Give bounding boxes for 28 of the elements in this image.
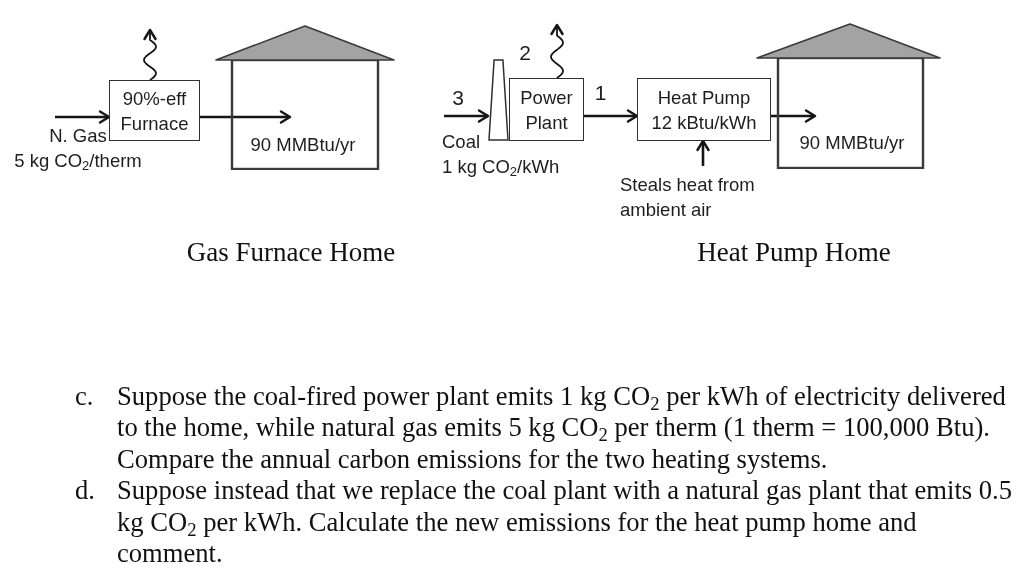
list-marker: d. <box>75 475 96 508</box>
box-title: Heat Pump <box>657 85 751 110</box>
heat-pump-box <box>637 78 771 141</box>
arrow <box>696 139 710 166</box>
box-subtitle: 12 kBtu/kWh <box>651 110 757 135</box>
wavy-arrow <box>143 28 157 81</box>
emission-rate-label: 1 kg CO$_{2}$/kWh <box>442 155 560 179</box>
wavy-arrow <box>550 23 564 79</box>
box-label: Power Plant <box>519 85 574 135</box>
emission-rate-label: 5 kg CO$_{2}$/therm <box>14 149 142 173</box>
annotation-text: Steals heat from ambient air <box>620 166 780 222</box>
caption-text: Heat Pump Home <box>696 237 892 267</box>
caption-text: Gas Furnace Home <box>185 237 397 267</box>
arrow <box>584 109 639 123</box>
box-label: 90%-eff Furnace <box>119 86 190 136</box>
arrow <box>55 110 111 124</box>
fuel-label: Coal <box>442 130 481 154</box>
arrow <box>771 109 817 123</box>
fuel-label: N. Gas <box>49 124 107 148</box>
arrow <box>200 110 292 124</box>
arrow <box>444 109 490 123</box>
smokestack-shape <box>488 59 509 141</box>
house-label: 90 MMBtu/yr <box>799 131 905 155</box>
furnace-box <box>109 80 200 141</box>
house-label: 90 MMBtu/yr <box>250 133 356 157</box>
question-text: Suppose instead that we replace the coal plant with a natural gas plant that emits 0.5 kg CO$_{2}$ per kWh. Calculate the new emissions for the heat pump home and comment. <box>117 475 1014 570</box>
question-text: Suppose the coal-fired power plant emits 1 kg CO$_{2}$ per kWh of electricity delivered to the home, while natural gas emits 5 kg CO$_{2}$ per therm (1 therm = 100,000 Btu). Compare the annual carbon emissions for the two heating systems. <box>117 381 1007 476</box>
list-marker: c. <box>75 381 95 413</box>
